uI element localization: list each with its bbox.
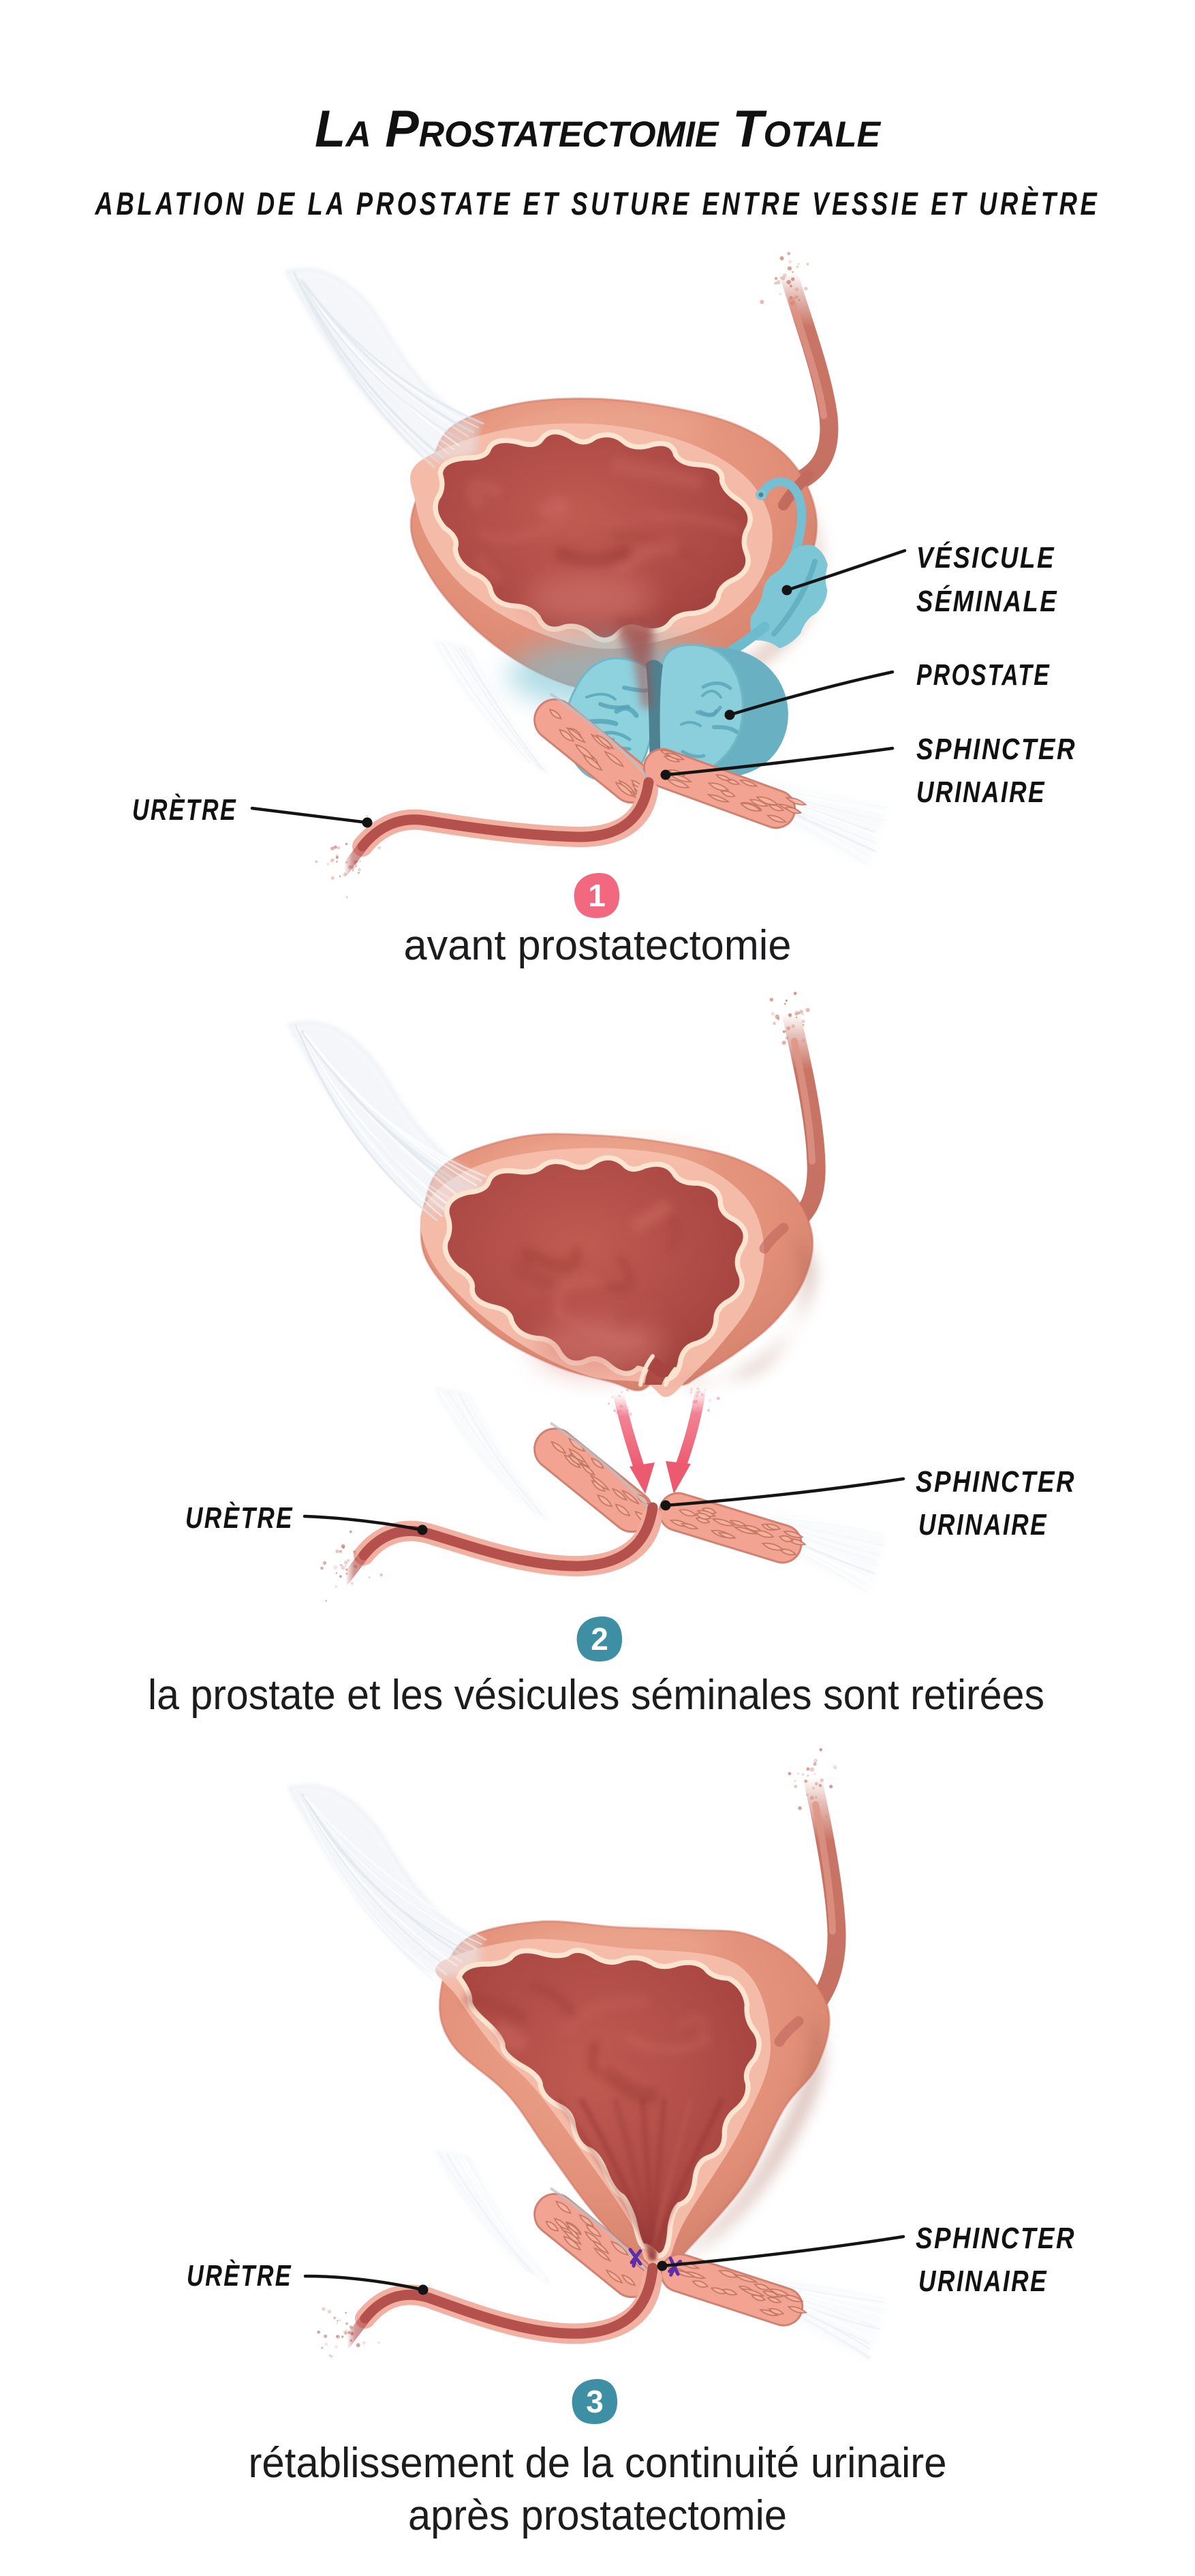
svg-text:URÈTRE: URÈTRE [132, 793, 237, 827]
svg-text:La Prostatectomie Totale: La Prostatectomie Totale [315, 100, 882, 158]
svg-text:SÉMINALE: SÉMINALE [916, 584, 1058, 618]
svg-text:URINAIRE: URINAIRE [918, 1508, 1048, 1542]
svg-text:URÈTRE: URÈTRE [187, 2258, 292, 2293]
svg-text:URÈTRE: URÈTRE [185, 1501, 294, 1535]
svg-text:1: 1 [588, 878, 606, 913]
svg-text:VÉSICULE: VÉSICULE [916, 540, 1055, 574]
svg-text:avant prostatectomie: avant prostatectomie [404, 922, 792, 969]
svg-text:rétablissement de la continuit: rétablissement de la continuité urinaire [249, 2440, 947, 2487]
svg-text:2: 2 [591, 1621, 608, 1657]
svg-text:après prostatectomie: après prostatectomie [408, 2492, 787, 2539]
svg-text:PROSTATE: PROSTATE [916, 658, 1051, 692]
svg-text:SPHINCTER: SPHINCTER [916, 733, 1076, 766]
svg-text:URINAIRE: URINAIRE [918, 2265, 1048, 2298]
svg-text:la prostate et les vésicules s: la prostate et les vésicules séminales s… [148, 1672, 1044, 1719]
svg-text:3: 3 [586, 2384, 604, 2419]
svg-text:ABLATION DE LA PROSTATE ET SUT: ABLATION DE LA PROSTATE ET SUTURE ENTRE … [95, 185, 1100, 221]
svg-text:SPHINCTER: SPHINCTER [916, 2222, 1076, 2255]
svg-text:SPHINCTER: SPHINCTER [916, 1465, 1076, 1499]
svg-text:URINAIRE: URINAIRE [916, 776, 1046, 809]
